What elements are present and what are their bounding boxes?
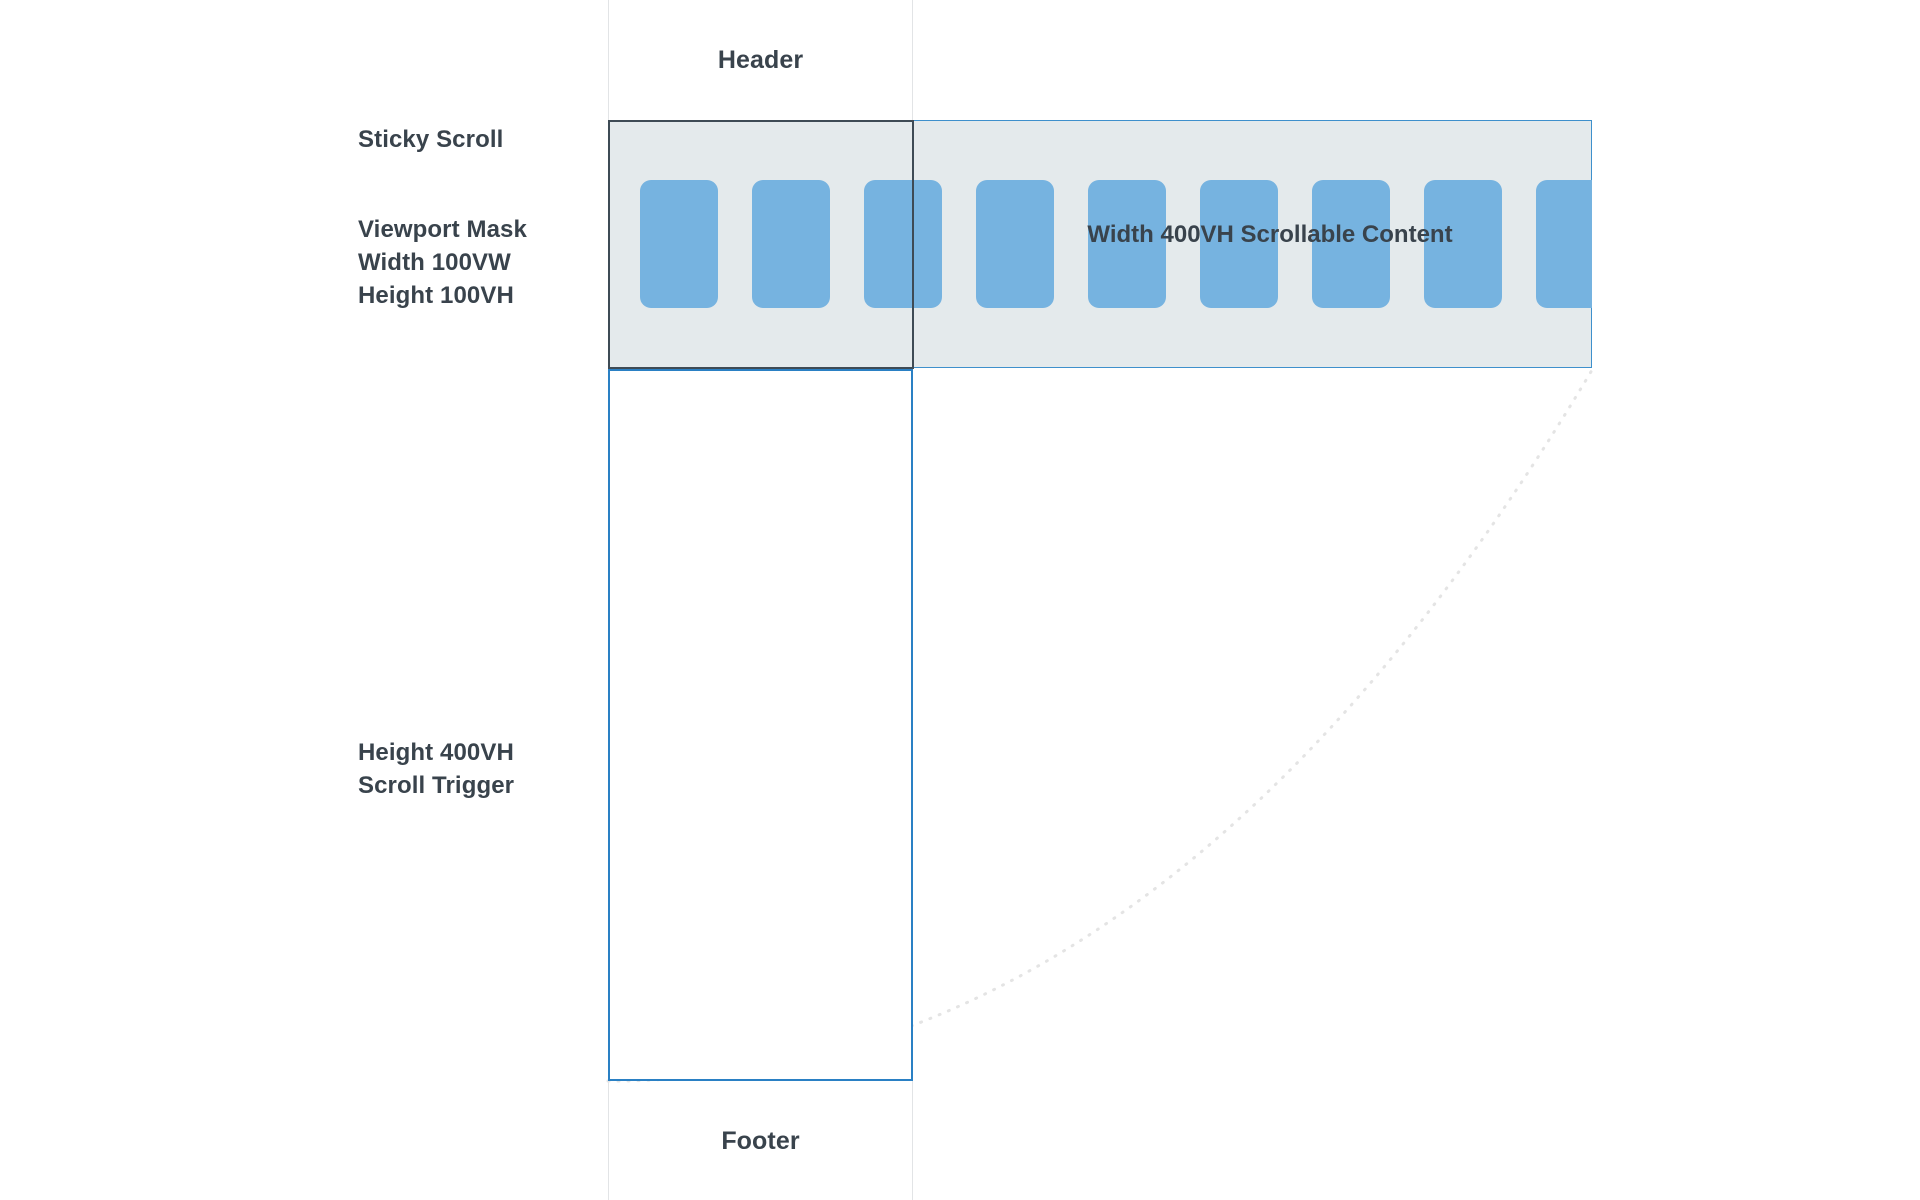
footer-label: Footer [721,1127,800,1155]
scroll-trigger-box [608,369,913,1081]
annotation-sticky-scroll: Sticky Scroll [358,126,504,153]
header-label: Header [717,45,804,74]
scrollable-content-strip[interactable] [913,120,1592,368]
footer-band: Footer [608,1083,913,1200]
annotation-scroll-trigger: Height 400VH Scroll Trigger [358,739,515,799]
annotation-viewport-mask: Viewport Mask Width 100VW Height 100VH [358,216,527,309]
viewport-mask-box [608,120,914,369]
header-band: Header [608,0,913,120]
